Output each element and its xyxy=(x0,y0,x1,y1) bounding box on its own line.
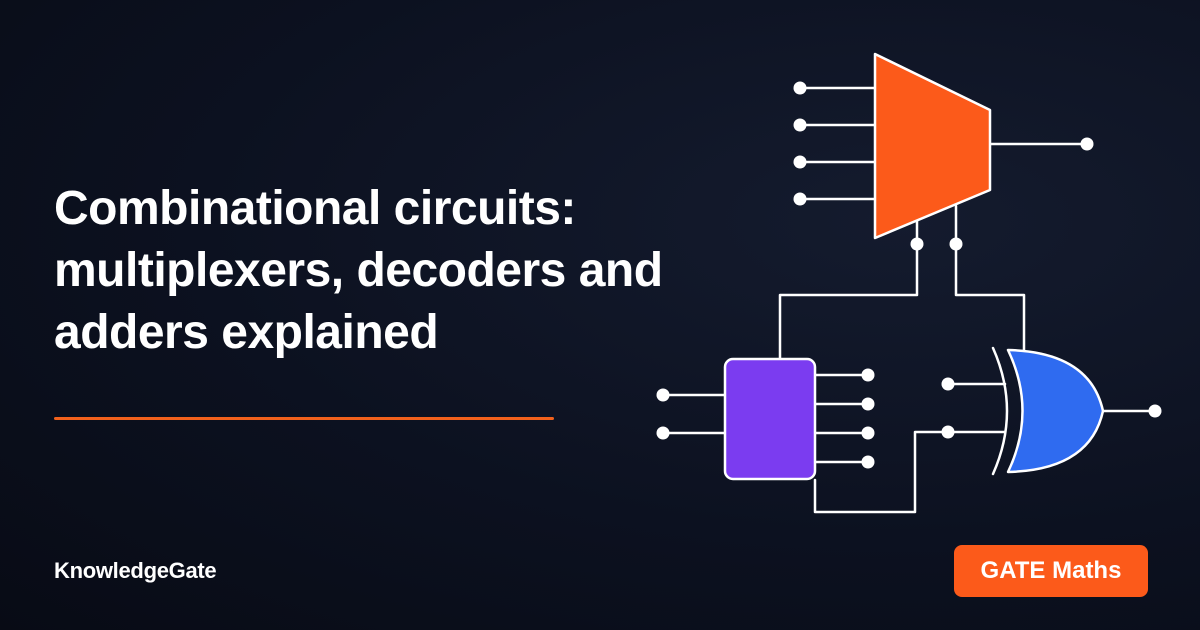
decoder-output-dot-2 xyxy=(861,397,875,411)
decoder-output-dot-1 xyxy=(861,368,875,382)
select-dot-2 xyxy=(949,237,963,251)
terminal-dots xyxy=(656,81,1162,469)
xor-gate-body xyxy=(1006,348,1105,474)
decoder-output-dot-3 xyxy=(861,426,875,440)
mux-input-dot-3 xyxy=(793,155,807,169)
select-wire-to-decoder xyxy=(778,216,919,362)
decoder-input-dot-1 xyxy=(656,388,670,402)
xor-output-dot xyxy=(1148,404,1162,418)
accent-underline xyxy=(54,417,554,420)
brand-name: KnowledgeGate xyxy=(54,558,217,583)
mux-input-dot-4 xyxy=(793,192,807,206)
decoder-to-xor-wire xyxy=(813,430,1007,514)
xor-back-curve xyxy=(991,346,1009,476)
decoder-block xyxy=(723,357,817,481)
title-line-1: Combinational circuits: xyxy=(54,182,576,235)
decoder-output-dot-4 xyxy=(861,455,875,469)
mux-input-dot-1 xyxy=(793,81,807,95)
category-badge: GATE Maths xyxy=(954,545,1148,597)
mux-input-dot-2 xyxy=(793,118,807,132)
multiplexer-block xyxy=(873,52,992,240)
title-line-3: adders explained xyxy=(54,306,439,359)
decoder-input-dot-2 xyxy=(656,426,670,440)
xor-input-dot-1 xyxy=(941,377,955,391)
select-dot-1 xyxy=(910,237,924,251)
select-wire-to-xor xyxy=(954,204,1026,354)
title-line-2: multiplexers, decoders and xyxy=(54,244,663,297)
mux-output-dot xyxy=(1080,137,1094,151)
xor-input-dot-2 xyxy=(941,425,955,439)
page-title: Combinational circuits: multiplexers, de… xyxy=(54,178,734,364)
